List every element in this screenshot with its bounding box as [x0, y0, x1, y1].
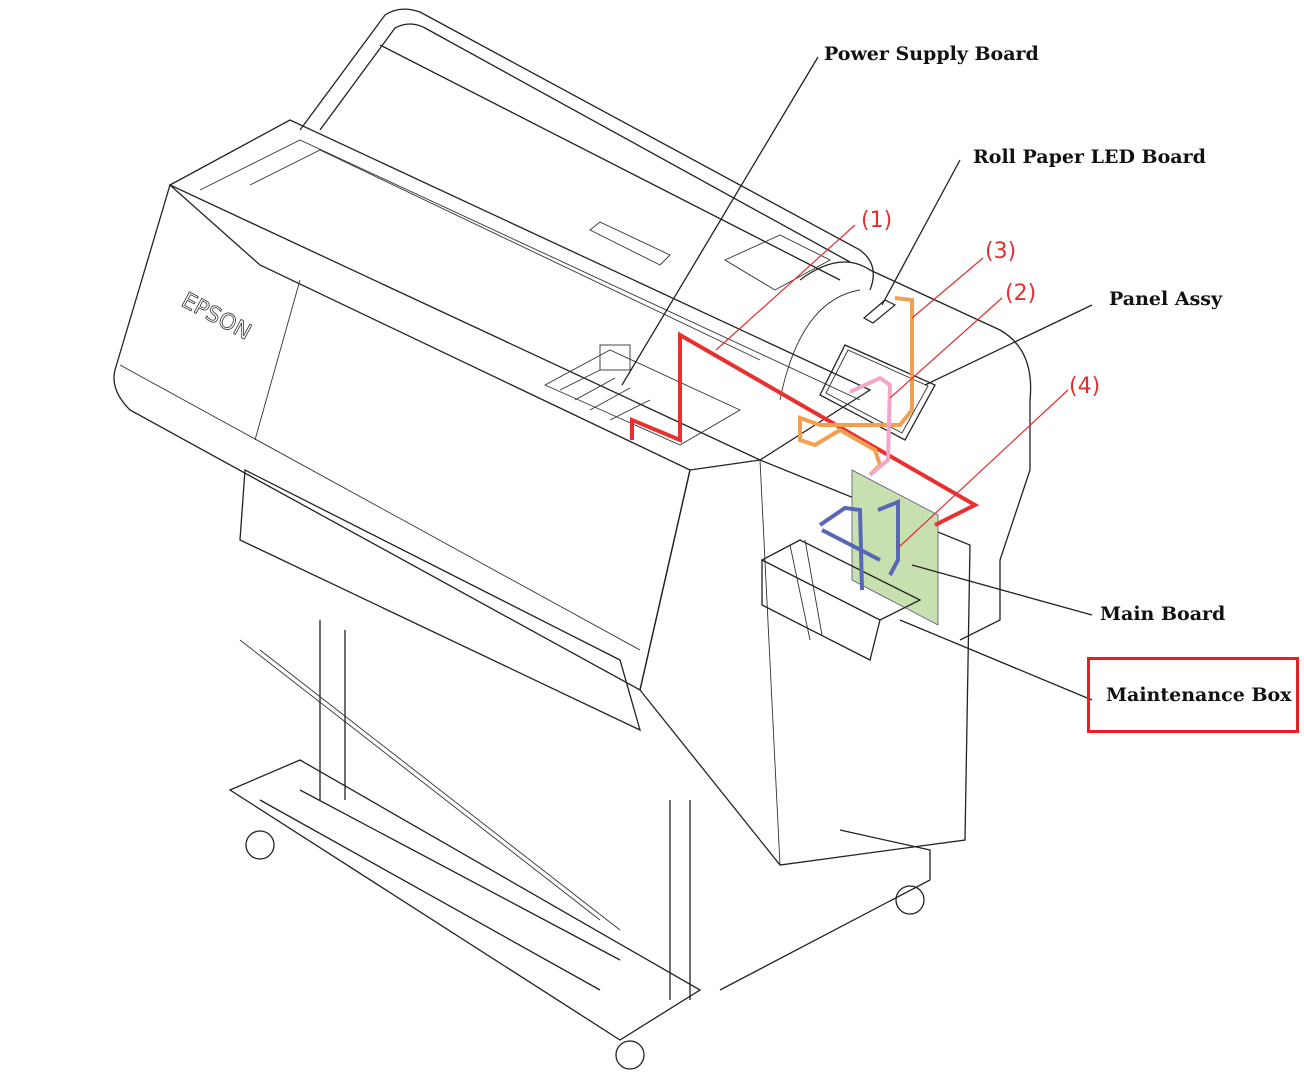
cable-number-1: (1)	[861, 208, 893, 233]
cable-1-path	[630, 331, 980, 527]
maintenance-box-highlight	[1087, 657, 1299, 733]
label-power-supply-board: Power Supply Board	[824, 43, 1039, 65]
label-roll-paper-led-board: Roll Paper LED Board	[973, 146, 1206, 168]
label-maintenance-box: Maintenance Box	[1106, 684, 1292, 706]
epson-logo: EPSON	[177, 288, 255, 345]
cable-2-path	[849, 375, 893, 477]
cable-number-4: (4)	[1069, 374, 1101, 399]
cable-number-3: (3)	[985, 239, 1017, 264]
cable-number-2: (2)	[1005, 281, 1037, 306]
main-board-graphic	[851, 469, 939, 626]
label-panel-assy: Panel Assy	[1109, 288, 1222, 310]
cable-4-path	[818, 499, 900, 591]
label-main-board: Main Board	[1100, 603, 1226, 625]
cable-3-path	[798, 296, 914, 477]
